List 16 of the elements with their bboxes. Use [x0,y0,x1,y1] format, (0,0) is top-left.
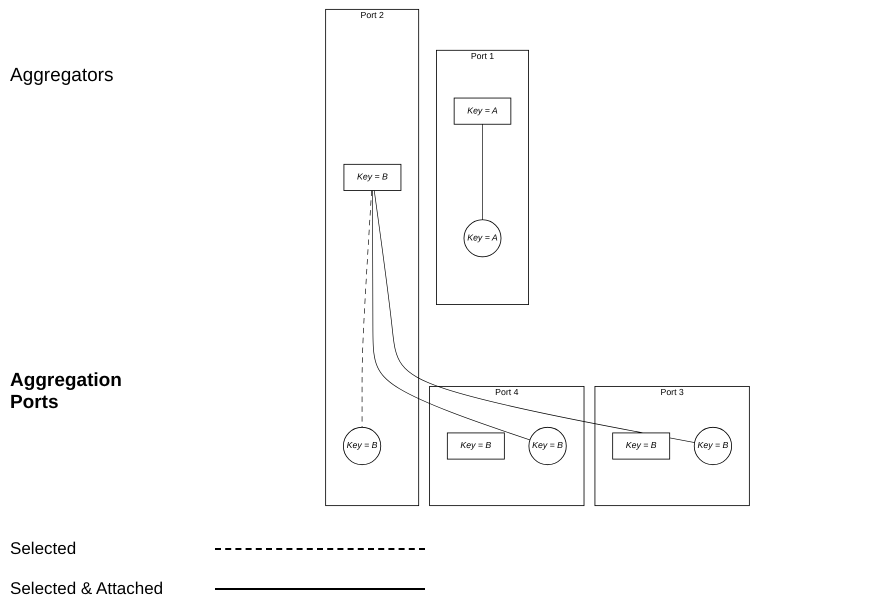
node-circle: Key = B [528,426,567,466]
node-box: Key = B [446,432,505,460]
node-box: Key = B [344,164,402,191]
node-circle: Key = B [694,426,732,466]
row-heading: Aggregation Ports [10,370,123,414]
connector [372,190,530,440]
connector [482,124,483,220]
node-box: Key = A [454,98,512,125]
connector [374,190,695,443]
node-circle: Key = B [342,426,382,466]
row-heading: Aggregators [10,65,114,87]
node-circle: Key = A [464,219,502,258]
node-box: Key = B [612,432,670,460]
connector [362,190,372,428]
legend-label: Selected & Attached [10,579,164,599]
legend-label: Selected [10,539,78,559]
